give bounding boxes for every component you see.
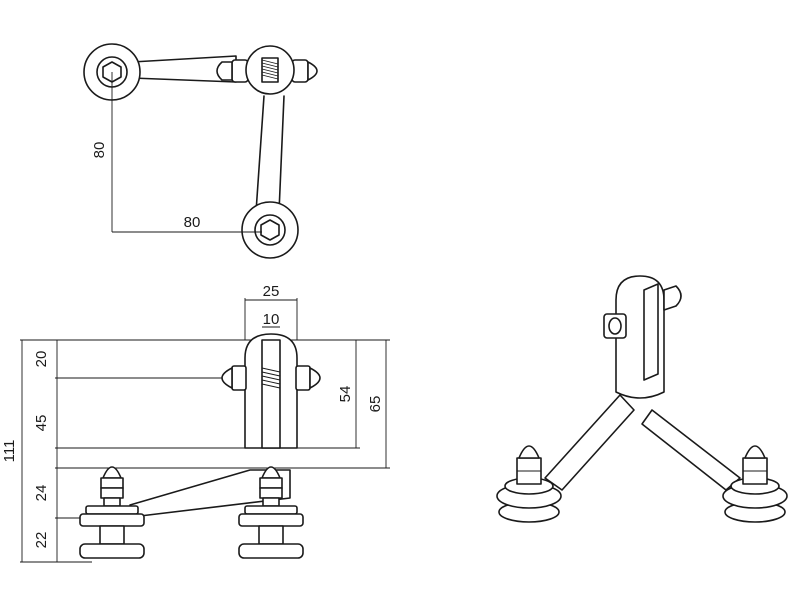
side-view: 25 10 20 45 24 22 111 54 65 bbox=[1, 283, 390, 563]
left-cap-nut bbox=[102, 466, 122, 479]
bottom-fixture-disc bbox=[241, 201, 299, 259]
dim-label-65: 65 bbox=[367, 396, 384, 413]
left-stem bbox=[99, 525, 125, 545]
left-nut-1 bbox=[100, 477, 124, 489]
iso-slot bbox=[643, 283, 659, 381]
bottom-fixture-hex-icon bbox=[260, 219, 280, 241]
dim-label-111: 111 bbox=[1, 440, 18, 463]
left-washer-1 bbox=[85, 505, 139, 515]
left-bolt bbox=[103, 497, 121, 507]
hub-right-cap bbox=[307, 61, 318, 81]
dim-label-45: 45 bbox=[33, 415, 50, 432]
hub-body bbox=[245, 45, 295, 95]
iso-front-nut bbox=[603, 313, 627, 339]
dim-label-22: 22 bbox=[33, 532, 50, 549]
right-cap-nut bbox=[261, 466, 281, 479]
dim-label-10: 10 bbox=[263, 311, 280, 328]
side-right-cap bbox=[309, 367, 321, 389]
dim-label-54: 54 bbox=[337, 386, 354, 403]
right-base bbox=[238, 543, 304, 559]
right-stem bbox=[258, 525, 284, 545]
iso-left-cap bbox=[518, 445, 540, 459]
right-washer-1 bbox=[244, 505, 298, 515]
iso-left-leg bbox=[544, 394, 635, 491]
dim-label-24: 24 bbox=[33, 485, 50, 502]
side-right-nut bbox=[295, 365, 311, 391]
iso-right-leg bbox=[641, 409, 741, 491]
left-base bbox=[79, 543, 145, 559]
dim-label-vertical-80: 80 bbox=[91, 142, 108, 159]
dim-label-25: 25 bbox=[263, 283, 280, 300]
iso-right-cap bbox=[744, 445, 766, 459]
isometric-view bbox=[496, 275, 788, 523]
left-disc bbox=[79, 513, 145, 527]
hub-left-cap bbox=[216, 61, 233, 81]
dim-label-horizontal-80: 80 bbox=[184, 214, 201, 231]
bottom-fixture-ring bbox=[254, 214, 286, 246]
right-disc bbox=[238, 513, 304, 527]
right-bolt bbox=[262, 497, 280, 507]
top-arm-vertical bbox=[255, 95, 285, 213]
right-nut-1 bbox=[259, 477, 283, 489]
side-left-nut bbox=[231, 365, 247, 391]
iso-side-cap bbox=[663, 285, 682, 311]
side-body-slot bbox=[261, 339, 281, 449]
hub-thread-icon bbox=[261, 59, 279, 80]
side-left-cap bbox=[221, 367, 233, 389]
side-thread-icon bbox=[261, 367, 281, 389]
dim-label-20: 20 bbox=[33, 351, 50, 368]
left-nut-2 bbox=[100, 487, 124, 499]
iso-front-nut-face bbox=[608, 317, 622, 335]
top-view: 80 80 bbox=[83, 43, 318, 259]
right-nut-2 bbox=[259, 487, 283, 499]
